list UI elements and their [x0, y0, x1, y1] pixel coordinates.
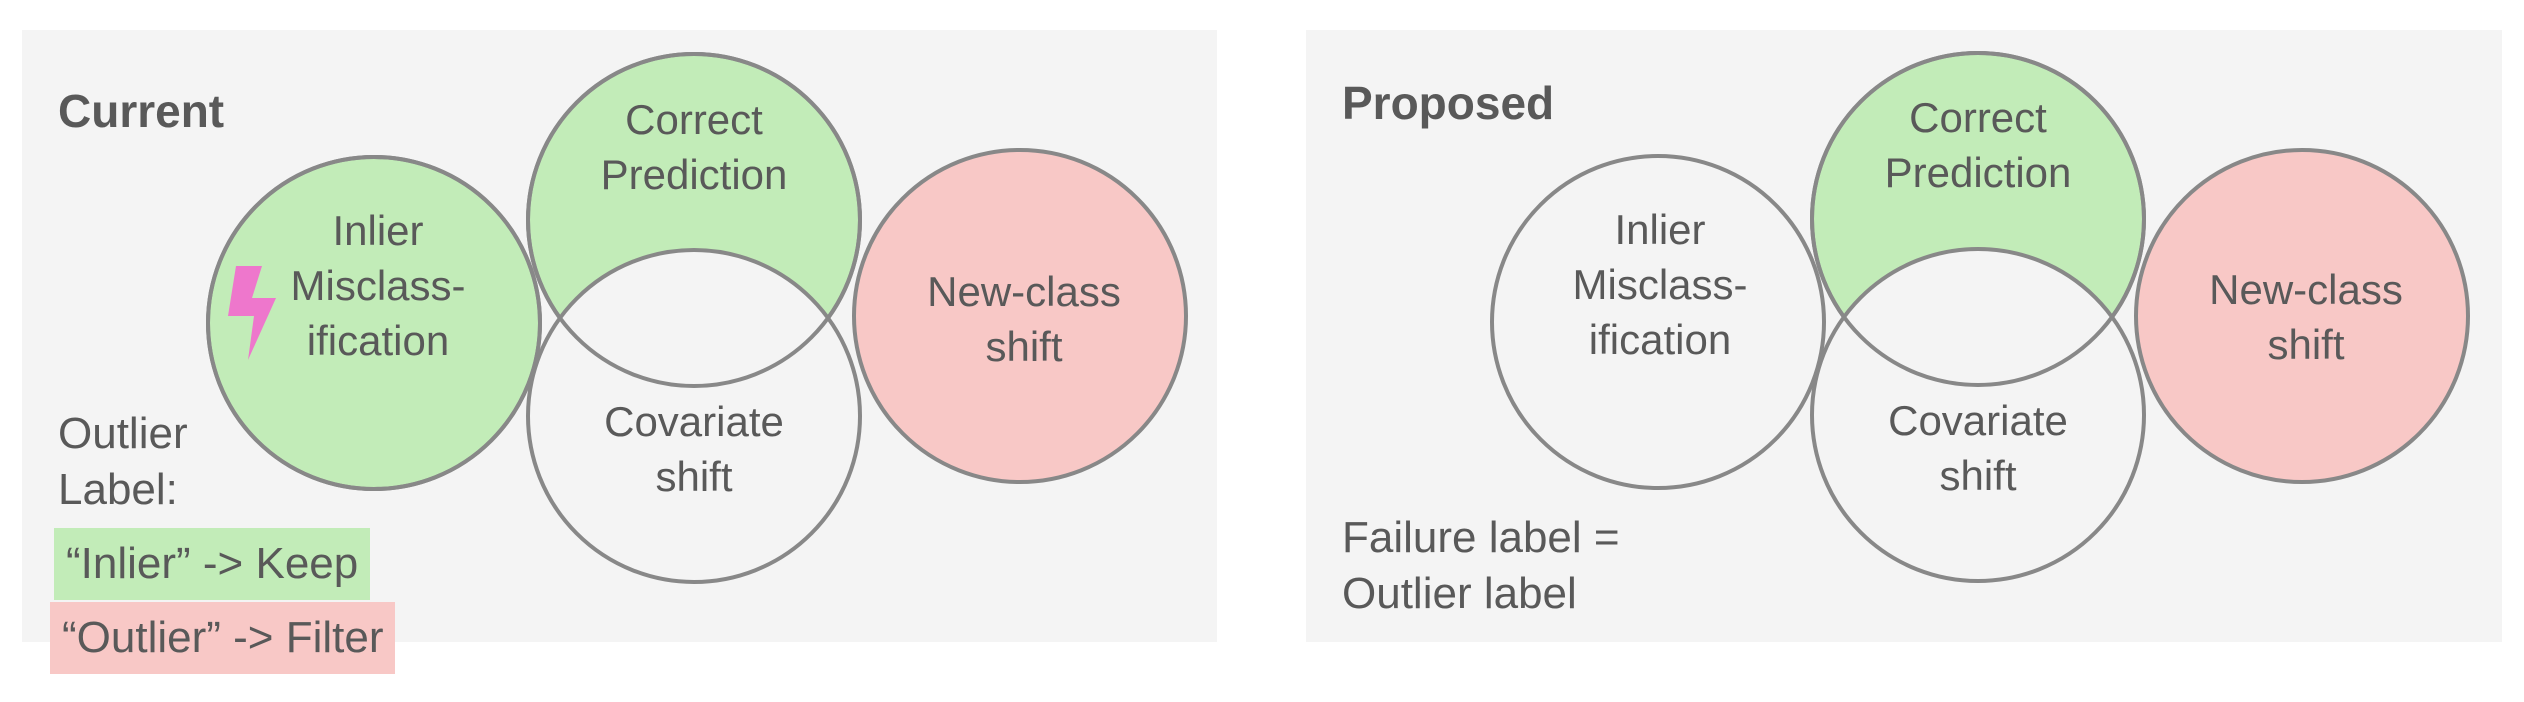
proposed-inlier-misclassification-circle: [1490, 154, 1826, 490]
proposed-inlier-line-3: ification: [1589, 316, 1731, 363]
current-inlier-line-1: Inlier: [332, 207, 423, 254]
current-covariate-line-1: Covariate: [604, 398, 784, 445]
failure-label-line-1: Failure label =: [1342, 513, 1620, 562]
proposed-title: Proposed: [1342, 77, 1555, 129]
proposed-newclass-line-2: shift: [2267, 321, 2344, 368]
proposed-correct-outline: [1810, 51, 2146, 387]
proposed-new-class-shift-circle: [2134, 148, 2470, 484]
current-newclass-line-2: shift: [985, 323, 1062, 370]
outlier-label-text: Outlier Label:: [58, 406, 188, 518]
current-correct-outline: [526, 52, 862, 388]
failure-label-text: Failure label = Outlier label: [1342, 510, 1620, 622]
proposed-inlier-line-2: Misclass-: [1573, 261, 1748, 308]
current-covariate-line-2: shift: [655, 453, 732, 500]
proposed-correct-line-1: Correct: [1909, 94, 2047, 141]
current-newclass-line-1: New-class: [927, 268, 1121, 315]
outlier-label-line-1: Outlier: [58, 409, 188, 458]
proposed-covariate-shift-circle: [1810, 247, 2146, 583]
lightning-bolt-icon: [228, 266, 276, 360]
proposed-correct-line-2: Prediction: [1885, 149, 2072, 196]
current-correct-line-1: Correct: [625, 96, 763, 143]
current-inlier-outline: [206, 155, 542, 491]
proposed-covariate-line-2: shift: [1939, 452, 2016, 499]
failure-label-line-2: Outlier label: [1342, 569, 1577, 618]
current-inlier-line-2: Misclass-: [291, 262, 466, 309]
outlier-label-line-2: Label:: [58, 465, 178, 514]
current-title: Current: [58, 85, 225, 137]
inlier-keep-tag: “Inlier” -> Keep: [54, 528, 371, 600]
proposed-inlier-line-1: Inlier: [1614, 206, 1705, 253]
outlier-filter-tag: “Outlier” -> Filter: [50, 602, 396, 674]
proposed-newclass-line-1: New-class: [2209, 266, 2403, 313]
current-covariate-shift-circle: [526, 248, 862, 584]
current-inlier-line-3: ification: [307, 317, 449, 364]
current-correct-line-2: Prediction: [601, 151, 788, 198]
proposed-covariate-line-1: Covariate: [1888, 397, 2068, 444]
current-new-class-shift-circle: [852, 148, 1188, 484]
